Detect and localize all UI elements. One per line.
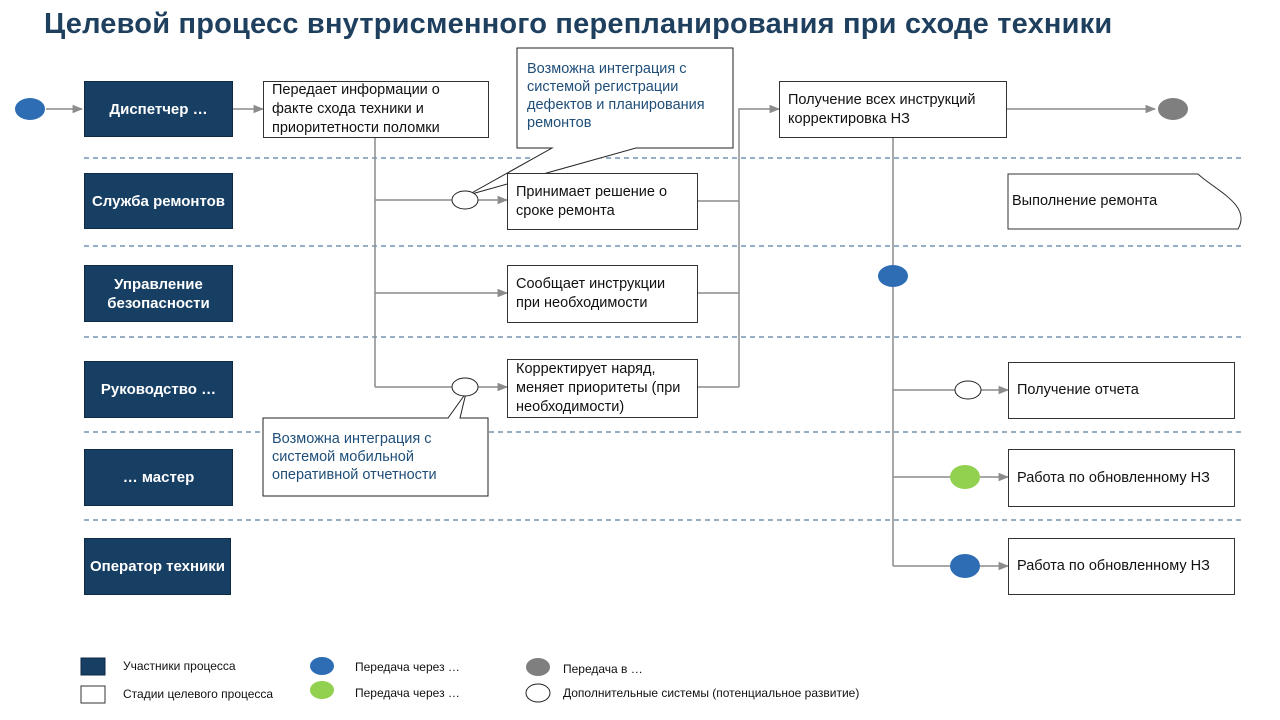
legend-blue-dot [310,657,334,675]
callout-bubble-repair-system [467,47,734,196]
stage-collect-instructions: Получение всех инструкций корректировка … [779,81,1007,138]
transfer-dot-blue [950,554,980,578]
legend-stages-swatch [80,685,106,704]
legend-participants-label: Участники процесса [123,659,236,673]
role-safety-management: Управление безопасности [84,265,233,322]
legend-gray-dot [526,658,550,676]
callout-bubble-mobile-reporting [262,392,489,497]
stage-repair-exec: Выполнение ремонта [1012,193,1158,209]
repair-exec-shape [1007,173,1242,230]
callout-mobile-reporting: Возможна интеграция с системой мобильной… [272,431,437,483]
legend-blue-label: Передача через … [355,660,460,674]
stage-adjust-order: Корректирует наряд, меняет приоритеты (п… [507,359,698,418]
legend-stages-label: Стадии целевого процесса [123,687,274,701]
stage-updated-master: Работа по обновленному НЗ [1008,449,1235,507]
role-dispatcher: Диспетчер … [84,81,233,137]
transfer-dot-blue-branch [878,265,908,287]
role-operator: Оператор техники [84,538,231,595]
stage-repair-term: Принимает решение о сроке ремонта [507,173,698,230]
callout-repair-system: Возможна интеграция с системой регистрац… [527,61,705,131]
legend-gray-label: Передача в … [563,662,643,676]
flow-arrows [46,104,1157,571]
role-repair-service: Служба ремонтов [84,173,233,229]
legend-green-dot [310,681,334,699]
start-dot [15,98,45,120]
legend-white-dot [525,683,551,703]
stage-updated-operator: Работа по обновленному НЗ [1008,538,1235,595]
legend-white-label: Дополнительные системы (потенциальное ра… [563,686,860,700]
legend-participants-swatch [80,657,106,676]
legend-green-label: Передача через … [355,686,460,700]
additional-system-dot-report [451,377,479,397]
additional-system-dot-report-receive [954,380,982,400]
page-title: Целевой процесс внутрисменного переплани… [44,8,1113,40]
role-management: Руководство … [84,361,233,418]
stage-report: Получение отчета [1008,362,1235,419]
transfer-dot-green [950,465,980,489]
additional-system-dot-repair [451,190,479,210]
stage-instructions: Сообщает инструкции при необходимости [507,265,698,323]
stage-inform: Передает информации о факте схода техник… [263,81,489,138]
end-dot [1158,98,1188,120]
role-master: … мастер [84,449,233,506]
